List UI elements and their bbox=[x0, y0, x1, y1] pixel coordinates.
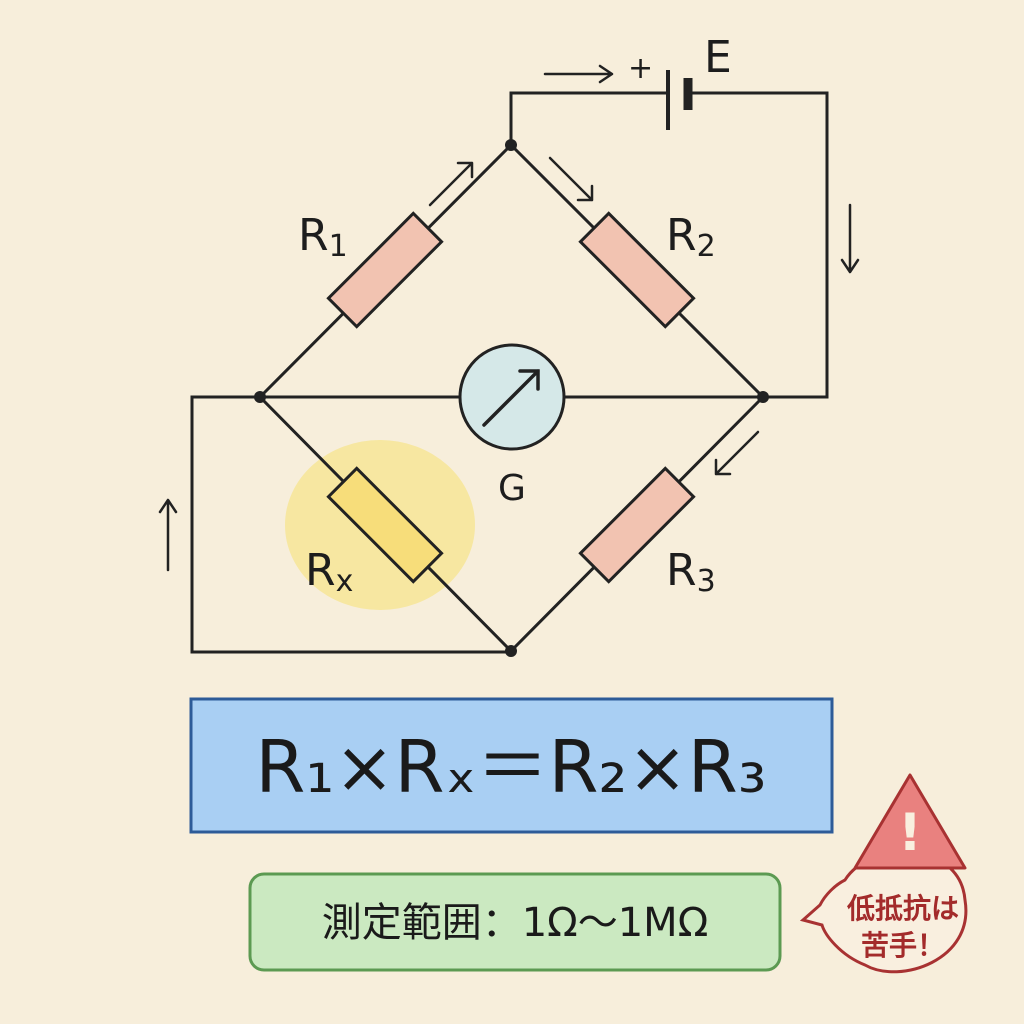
warning-line-1: 低抵抗は bbox=[846, 892, 959, 925]
battery-icon bbox=[666, 70, 693, 130]
warning-line-2: 苦手！ bbox=[861, 929, 945, 962]
warning-triangle-icon: ! bbox=[853, 773, 967, 870]
resistor-r1 bbox=[326, 211, 444, 329]
svg-text:!: ! bbox=[898, 803, 922, 863]
label-rx: Rx bbox=[305, 545, 353, 599]
galvanometer-label: G bbox=[498, 468, 526, 509]
resistor-r2 bbox=[578, 211, 696, 329]
label-r1: R1 bbox=[298, 210, 348, 264]
label-r2: R2 bbox=[666, 210, 716, 264]
measurement-range: 測定範囲：1Ω～1MΩ bbox=[322, 900, 709, 946]
resistor-r3 bbox=[578, 466, 696, 584]
formula-box bbox=[189, 697, 834, 834]
range-box bbox=[248, 872, 782, 972]
balance-formula: R₁×Rₓ＝R₂×R₃ bbox=[255, 725, 766, 809]
current-arrow-icons bbox=[158, 64, 860, 572]
label-r3: R3 bbox=[666, 545, 716, 599]
battery-plus: + bbox=[628, 51, 653, 86]
galvanometer-icon bbox=[458, 343, 566, 451]
resistor-rx bbox=[326, 466, 444, 584]
junction-nodes bbox=[254, 139, 769, 657]
battery-label: E bbox=[704, 32, 732, 83]
